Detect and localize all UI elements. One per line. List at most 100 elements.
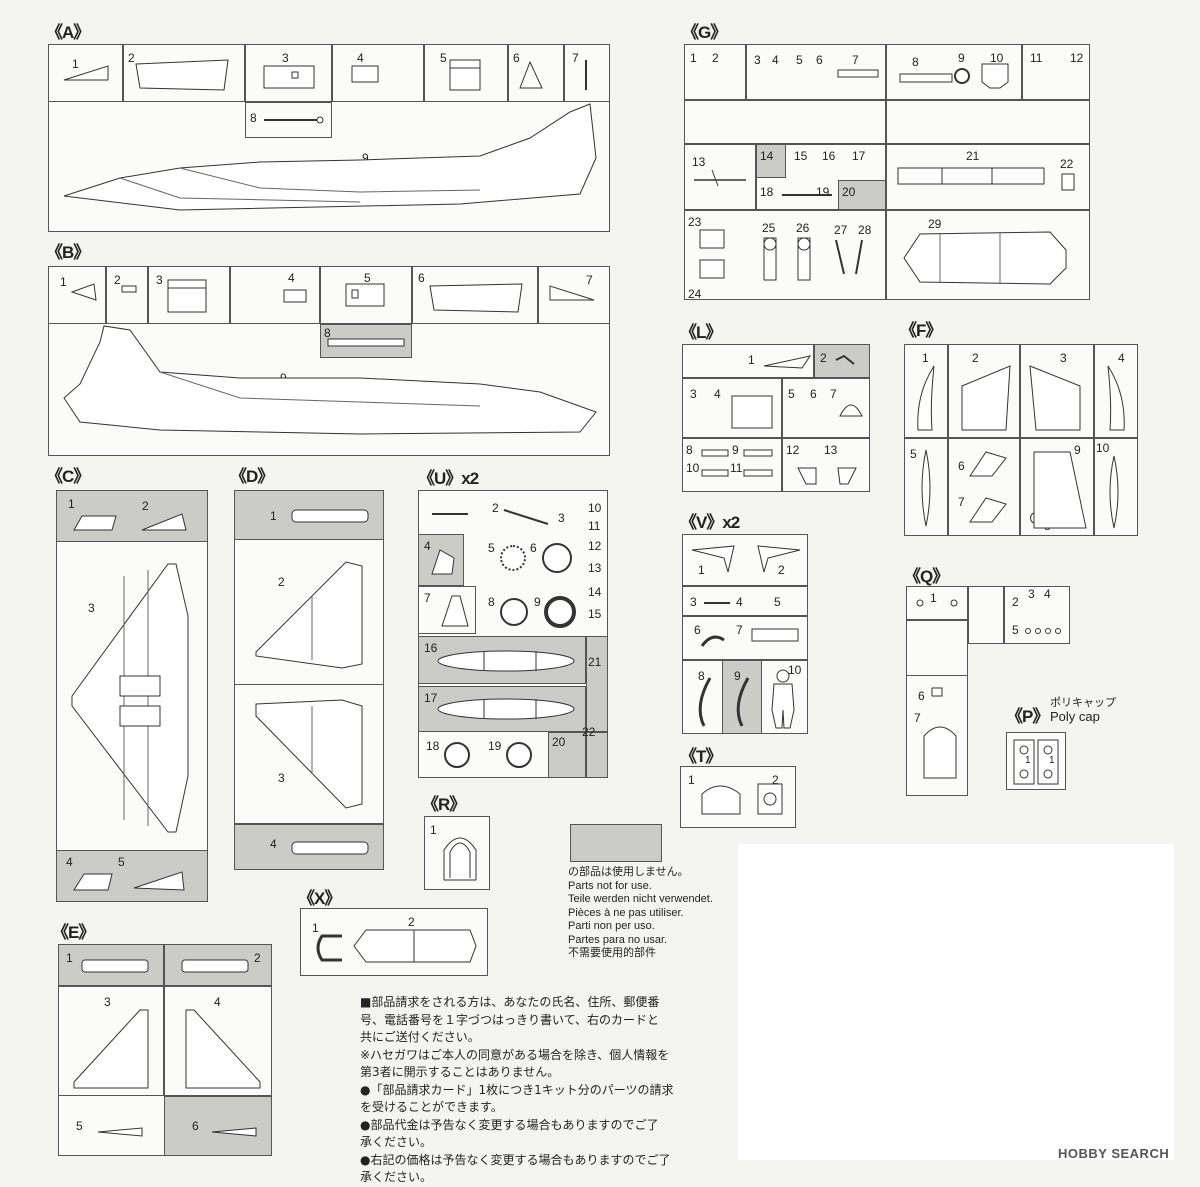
legend-line: Parts not for use. xyxy=(568,879,652,892)
part-number: 1 xyxy=(68,497,75,511)
note-line: ●右記の価格は予告なく変更する場合もありますのでご了 xyxy=(360,1152,671,1167)
part-number: 9 xyxy=(732,443,739,457)
note-line: 号、電話番号を１字づつはっきり書いて、右のカードと xyxy=(360,1012,660,1027)
g-cell-blank-left xyxy=(684,100,886,144)
part-number: 2 xyxy=(142,499,149,513)
part-number: 7 xyxy=(572,51,579,65)
windscreen-part xyxy=(923,726,957,779)
part-number: 6 xyxy=(513,51,520,65)
part-number: 7 xyxy=(958,495,965,509)
part-number: 18 xyxy=(760,185,774,199)
part-number: 1 xyxy=(688,773,695,787)
fuselage-half-left xyxy=(63,103,597,211)
legend-line: Partes para no usar. xyxy=(568,933,668,946)
part-number: 2 xyxy=(254,951,261,965)
section-q-label: 《Q》 xyxy=(904,567,949,586)
part-number: 16 xyxy=(822,149,836,163)
part-number: 11 xyxy=(1030,51,1043,65)
small-strake-part-unused xyxy=(211,1127,257,1137)
blade-part xyxy=(763,355,812,369)
note-line: ※ハセガワはご本人の同意がある場合を除き、個人情報を xyxy=(360,1047,670,1062)
part-number: 10 xyxy=(588,501,602,515)
note-line: ■部品請求をされる方は、あなたの氏名、住所、郵便番 xyxy=(360,995,660,1009)
part-number: 16 xyxy=(424,641,438,655)
part-number: 3 xyxy=(156,273,163,287)
nose-cone-part xyxy=(63,65,109,81)
legend-line: の部品は使用しません。 xyxy=(568,866,689,878)
part-number: 3 xyxy=(88,601,95,615)
pilot-arm-part-unused xyxy=(736,677,750,727)
part-number: 21 xyxy=(588,655,602,669)
intake-panel-part xyxy=(263,65,315,89)
part-number: 2 xyxy=(114,273,121,287)
part-number: 1 xyxy=(270,509,277,523)
part-number: 2 xyxy=(712,51,719,65)
part-number: 9 xyxy=(958,51,965,65)
bent-arm-part xyxy=(700,635,725,647)
part-number: 4 xyxy=(772,53,779,67)
part-number: 1 xyxy=(60,275,67,289)
small-lens-part xyxy=(931,687,943,697)
pylon-link-part xyxy=(503,509,549,525)
vertical-fin-part xyxy=(961,365,1011,431)
gear-strut-pair-part xyxy=(835,239,863,275)
part-number: 4 xyxy=(424,539,431,553)
part-number: 2 xyxy=(772,773,779,787)
part-number: 4 xyxy=(736,595,743,609)
part-number: 1 xyxy=(690,51,697,65)
small-plate-part xyxy=(283,289,307,303)
part-number: 6 xyxy=(418,271,425,285)
part-number: 5 xyxy=(788,387,795,401)
antenna-part xyxy=(585,60,587,90)
hook-part xyxy=(316,934,342,962)
section-t-label: 《T》 xyxy=(680,747,722,766)
part-number: 6 xyxy=(192,1119,199,1133)
part-number: 7 xyxy=(914,711,921,725)
wheel-part xyxy=(444,742,470,768)
part-number: 1 xyxy=(66,951,73,965)
part-number: 2 xyxy=(820,351,827,365)
part-number: 7 xyxy=(586,273,593,287)
polycap-caption: ポリキャップ Poly cap xyxy=(1050,696,1116,724)
unused-parts-swatch xyxy=(570,824,662,862)
part-number: 4 xyxy=(1118,351,1125,365)
small-link-part xyxy=(704,602,730,604)
q-cell-blank-lower xyxy=(906,620,968,676)
part-number: 5 xyxy=(910,447,917,461)
canopy-panel-part xyxy=(135,59,229,91)
dome-part xyxy=(839,404,863,417)
vertical-fin-part xyxy=(1029,365,1081,431)
part-number: 7 xyxy=(736,623,743,637)
part-number: 3 xyxy=(558,511,565,525)
seat-back-part xyxy=(449,59,481,91)
watermark-logo: HOBBY SEARCH xyxy=(1058,1146,1170,1161)
stabilizer-right-part xyxy=(185,1009,261,1089)
strake-part xyxy=(921,449,931,527)
fin-panel-part xyxy=(917,365,935,431)
part-number: 4 xyxy=(288,271,295,285)
section-f-label: 《F》 xyxy=(900,321,942,340)
part-number: 12 xyxy=(786,443,800,457)
q-cell-1 xyxy=(906,586,968,620)
b-cell-1 xyxy=(48,266,106,324)
part-number: 20 xyxy=(552,735,566,749)
part-number: 8 xyxy=(912,55,919,69)
part-number: 5 xyxy=(76,1119,83,1133)
drop-tank-part xyxy=(353,929,477,963)
part-number: 10 xyxy=(990,51,1004,65)
q-cell-blank xyxy=(968,586,1004,644)
c-cell-top-unused xyxy=(56,490,208,542)
part-number: 2 xyxy=(1012,595,1019,609)
gear-door-part xyxy=(691,545,735,573)
part-number: 8 xyxy=(324,326,331,340)
note-line: ●部品代金は予告なく変更する場合もありますのでご了 xyxy=(360,1117,659,1132)
part-number: 2 xyxy=(972,351,979,365)
part-number: 15 xyxy=(794,149,808,163)
airbrake-part xyxy=(969,497,1007,523)
part-number: 1 xyxy=(922,351,929,365)
clear-light-parts xyxy=(1025,628,1061,634)
part-number: 5 xyxy=(440,51,447,65)
nose-cone-part xyxy=(549,285,595,301)
part-number: 3 xyxy=(104,995,111,1009)
fin-tip-part xyxy=(519,60,543,89)
